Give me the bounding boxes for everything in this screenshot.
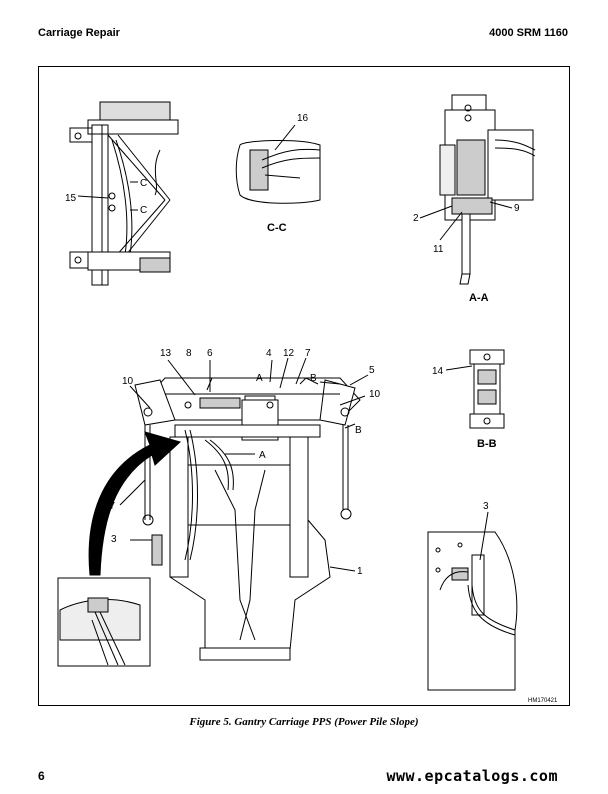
callout-2: 2 <box>413 213 419 224</box>
callout-10-left: 10 <box>122 376 134 387</box>
bottom-right-inset <box>427 511 518 691</box>
cc-view <box>235 124 321 204</box>
top-left-view <box>69 101 179 286</box>
section-a-bottom: A <box>259 450 266 461</box>
callout-14: 14 <box>432 366 444 377</box>
curved-arrow-icon <box>88 431 181 576</box>
callout-15: 15 <box>65 193 77 204</box>
section-title: Carriage Repair <box>38 27 120 39</box>
view-label-aa: A-A <box>469 292 489 304</box>
bottom-left-inset <box>57 577 151 667</box>
callout-3-main: 3 <box>111 534 117 545</box>
callout-13: 13 <box>160 348 172 359</box>
page-number: 6 <box>38 769 45 783</box>
callout-4: 4 <box>266 348 272 359</box>
callout-5: 5 <box>369 365 375 376</box>
callout-10-right: 10 <box>369 389 381 400</box>
aa-view <box>419 94 536 285</box>
callout-9: 9 <box>514 203 520 214</box>
section-c-bottom: C <box>140 205 147 216</box>
callout-8: 8 <box>186 348 192 359</box>
drawing-id: HM170421 <box>528 698 558 704</box>
section-c-top: C <box>140 178 147 189</box>
document-number: 4000 SRM 1160 <box>489 27 568 39</box>
callout-1: 1 <box>357 566 363 577</box>
section-b-bottom: B <box>355 425 362 436</box>
main-gantry-view <box>119 357 369 661</box>
callout-6: 6 <box>207 348 213 359</box>
view-label-cc: C-C <box>267 222 287 234</box>
callout-12: 12 <box>283 348 295 359</box>
figure-frame <box>38 66 570 706</box>
section-b-top: B <box>310 373 317 384</box>
bb-view <box>445 349 505 429</box>
watermark: www.epcatalogs.com <box>386 767 558 785</box>
callout-16: 16 <box>297 113 309 124</box>
callout-3-inset: 3 <box>483 501 489 512</box>
view-label-bb: B-B <box>477 438 497 450</box>
callout-7: 7 <box>305 348 311 359</box>
figure-caption: Figure 5. Gantry Carriage PPS (Power Pil… <box>189 716 419 728</box>
callout-11: 11 <box>433 244 444 255</box>
section-a-top: A <box>256 373 263 384</box>
